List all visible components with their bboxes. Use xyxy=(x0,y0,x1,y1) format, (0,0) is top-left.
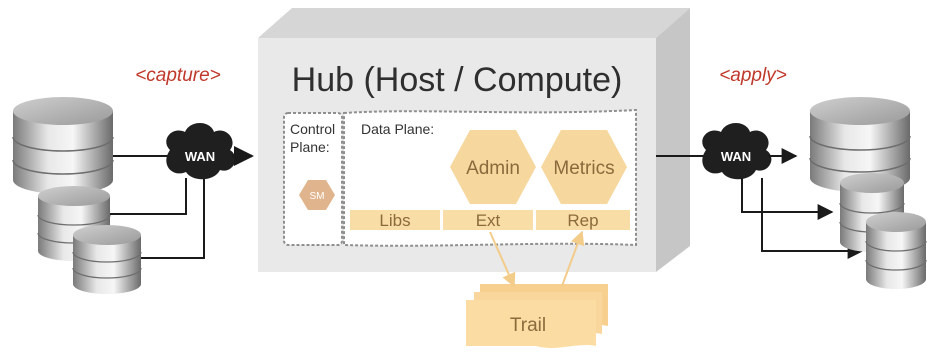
wan-cloud-left: WAN xyxy=(166,123,236,180)
target-connectors xyxy=(741,148,864,259)
libs-bar: Libs xyxy=(350,210,440,230)
admin-hexagon: Admin xyxy=(450,130,536,204)
source-connectors xyxy=(110,155,205,259)
wan-left-label: WAN xyxy=(185,149,215,164)
trail-files: Trail xyxy=(466,284,608,348)
capture-label: <capture> xyxy=(135,65,221,86)
trail-label: Trail xyxy=(510,315,546,336)
control-plane-label-line2: Plane: xyxy=(290,139,330,155)
ext-to-trail-arrow xyxy=(489,231,516,288)
sm-label: SM xyxy=(310,191,325,202)
ext-label: Ext xyxy=(476,211,501,230)
admin-label: Admin xyxy=(466,158,520,179)
source-database-large xyxy=(12,97,114,194)
apply-label: <apply> xyxy=(719,65,787,86)
control-plane-label-line1: Control xyxy=(290,121,335,137)
source-database-small xyxy=(72,225,142,294)
target-database-large xyxy=(809,97,911,192)
sm-hexagon: SM xyxy=(299,180,335,210)
trail-to-rep-arrow xyxy=(561,230,585,287)
wan-cloud-right: WAN xyxy=(702,123,772,180)
metrics-hexagon: Metrics xyxy=(541,130,627,204)
metrics-label: Metrics xyxy=(553,158,614,179)
control-plane-region xyxy=(283,112,343,246)
rep-label: Rep xyxy=(567,211,598,230)
wan-right-label: WAN xyxy=(721,149,751,164)
libs-label: Libs xyxy=(379,211,410,230)
ext-bar: Ext xyxy=(443,210,533,230)
data-plane-label: Data Plane: xyxy=(361,121,434,137)
target-database-small xyxy=(865,212,927,289)
rep-bar: Rep xyxy=(536,210,630,230)
hub-title: Hub (Host / Compute) xyxy=(292,61,623,99)
